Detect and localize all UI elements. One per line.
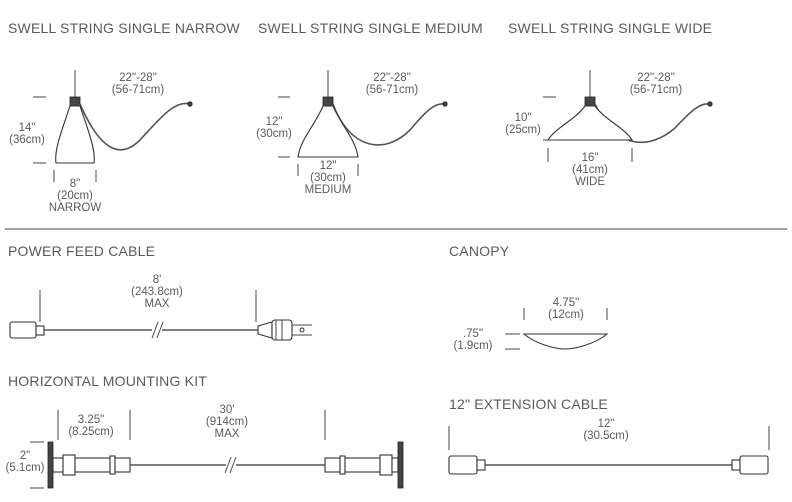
wide-height-cm: (25cm) <box>505 124 541 136</box>
narrow-height-label: 14" (36cm) <box>4 122 50 146</box>
medium-pendant-title: SWELL STRING SINGLE MEDIUM <box>258 20 483 36</box>
medium-cable-length-label: 22"-28" (56-71cm) <box>360 72 424 96</box>
canopy-width-cm: (12cm) <box>548 309 584 321</box>
narrow-pendant-title: SWELL STRING SINGLE NARROW <box>8 20 240 36</box>
narrow-width-label: 8" (20cm) NARROW <box>40 178 110 214</box>
narrow-height-cm: (36cm) <box>9 134 45 146</box>
wide-width-label: 16" (41cm) WIDE <box>556 152 624 188</box>
mounting-kit-drawing <box>30 410 404 489</box>
mounting-kit-max: MAX <box>214 428 240 440</box>
power-feed-length: 8' <box>152 274 162 286</box>
extension-length-cm: (30.5cm) <box>583 430 629 442</box>
mounting-kit-height: 2" <box>19 450 31 462</box>
extension-cable-drawing <box>448 426 770 475</box>
wide-width-name: WIDE <box>574 176 606 188</box>
wide-width: 16" <box>581 152 599 164</box>
narrow-width-cm: (20cm) <box>57 190 93 202</box>
wide-pendant-title: SWELL STRING SINGLE WIDE <box>508 20 713 36</box>
mounting-kit-segment-label: 3.25" (8.25cm) <box>60 414 122 438</box>
extension-cable-title: 12" EXTENSION CABLE <box>449 396 608 412</box>
medium-height-cm: (30cm) <box>256 128 292 140</box>
mounting-kit-length-label: 30' (914cm) MAX <box>196 404 258 440</box>
canopy-height-cm: (1.9cm) <box>453 340 493 352</box>
wide-cable-length: 22"-28" <box>637 72 675 84</box>
extension-length-label: 12" (30.5cm) <box>574 418 638 442</box>
power-feed-length-cm: (243.8cm) <box>131 286 183 298</box>
power-feed-length-label: 8' (243.8cm) MAX <box>120 274 194 310</box>
canopy-title: CANOPY <box>449 243 510 259</box>
mounting-kit-segment: 3.25" <box>77 414 105 426</box>
narrow-width: 8" <box>69 178 81 190</box>
medium-width-name: MEDIUM <box>304 184 352 196</box>
mounting-kit-length-cm: (914cm) <box>205 416 249 428</box>
medium-cable-length: 22"-28" <box>373 72 411 84</box>
canopy-drawing <box>505 308 609 350</box>
narrow-cable-length-cm: (56-71cm) <box>111 84 165 96</box>
narrow-cable-length-label: 22"-28" (56-71cm) <box>106 72 170 96</box>
medium-height-label: 12" (30cm) <box>252 116 296 140</box>
narrow-width-name: NARROW <box>48 202 102 214</box>
mounting-kit-height-label: 2" (5.1cm) <box>2 450 48 474</box>
wide-width-cm: (41cm) <box>572 164 608 176</box>
power-feed-title: POWER FEED CABLE <box>8 243 156 259</box>
narrow-height: 14" <box>18 122 36 134</box>
wide-pendant-drawing <box>543 70 713 162</box>
power-feed-max: MAX <box>144 298 170 310</box>
mounting-kit-segment-cm: (8.25cm) <box>68 426 114 438</box>
medium-width: 12" <box>319 160 337 172</box>
mounting-kit-height-cm: (5.1cm) <box>5 462 45 474</box>
medium-width-cm: (30cm) <box>310 172 346 184</box>
medium-width-label: 12" (30cm) MEDIUM <box>294 160 362 196</box>
medium-pendant-drawing <box>278 70 448 176</box>
narrow-pendant-drawing <box>33 70 193 182</box>
medium-height: 12" <box>265 116 283 128</box>
extension-length: 12" <box>597 418 615 430</box>
narrow-cable-length: 22"-28" <box>119 72 157 84</box>
mounting-kit-length: 30' <box>219 404 235 416</box>
power-feed-cable-drawing <box>9 290 312 341</box>
medium-cable-length-cm: (56-71cm) <box>365 84 419 96</box>
canopy-width: 4.75" <box>552 297 580 309</box>
mounting-kit-title: HORIZONTAL MOUNTING KIT <box>8 373 208 389</box>
canopy-height: .75" <box>462 328 484 340</box>
wide-cable-length-cm: (56-71cm) <box>629 84 683 96</box>
canopy-width-label: 4.75" (12cm) <box>538 297 594 321</box>
wide-cable-length-label: 22"-28" (56-71cm) <box>624 72 688 96</box>
canopy-height-label: .75" (1.9cm) <box>448 328 498 352</box>
wide-height-label: 10" (25cm) <box>500 112 546 136</box>
wide-height: 10" <box>514 112 532 124</box>
